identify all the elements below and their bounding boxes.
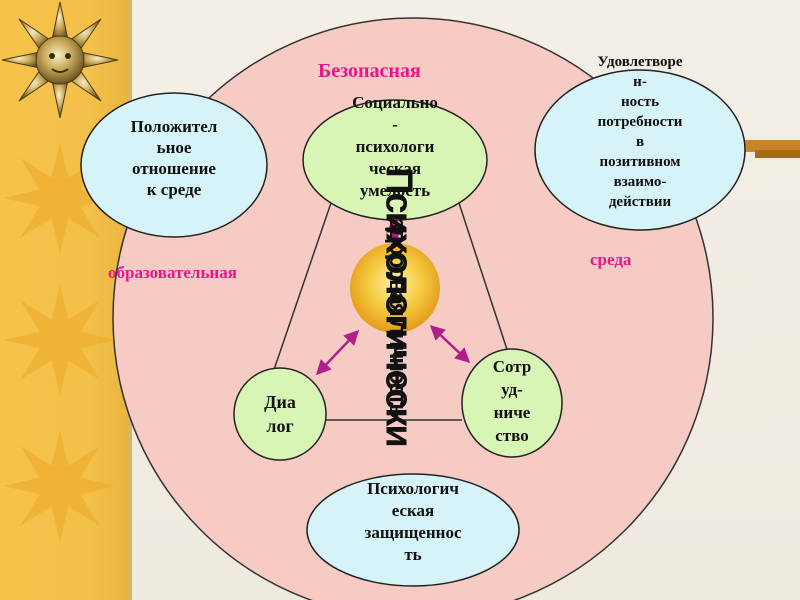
- node-needs-satisfaction: [534, 69, 746, 231]
- triangle-edge-left: [264, 199, 333, 397]
- sun-icon: [4, 142, 116, 254]
- node-positive-attitude-text: Положител ьное отношение к среде: [130, 117, 218, 199]
- node-dialog-text: Диа лог: [264, 392, 296, 436]
- center-text-line2: здоровая личность: [384, 217, 411, 417]
- node-positive-attitude: [80, 92, 268, 238]
- label-educational: образовательная: [108, 263, 237, 282]
- node-psych-security-text: Психологич еская защищеннос ть: [364, 479, 462, 564]
- diagram-title: Безопасная: [318, 60, 421, 82]
- sun-icon: [4, 430, 116, 542]
- node-social-skill-text: Социально - психологи ческая умелость: [352, 93, 438, 200]
- arrow-down-left: [315, 329, 360, 376]
- node-cooperation: [461, 348, 563, 458]
- center-sun: [350, 243, 440, 333]
- node-social-skill: [302, 99, 488, 221]
- label-environment: среда: [590, 250, 632, 269]
- horizontal-bar-shadow: [755, 150, 800, 158]
- node-needs-satisfaction-text: Удовлетворе н- ность потребности в позит…: [597, 54, 683, 210]
- sun-icon: [4, 284, 116, 396]
- sun-icon: [1, 1, 119, 119]
- arrow-down-right: [429, 324, 471, 364]
- node-dialog: [233, 367, 327, 461]
- node-psych-security: [306, 473, 520, 587]
- node-cooperation-text: Сотр уд- ниче ство: [492, 357, 532, 445]
